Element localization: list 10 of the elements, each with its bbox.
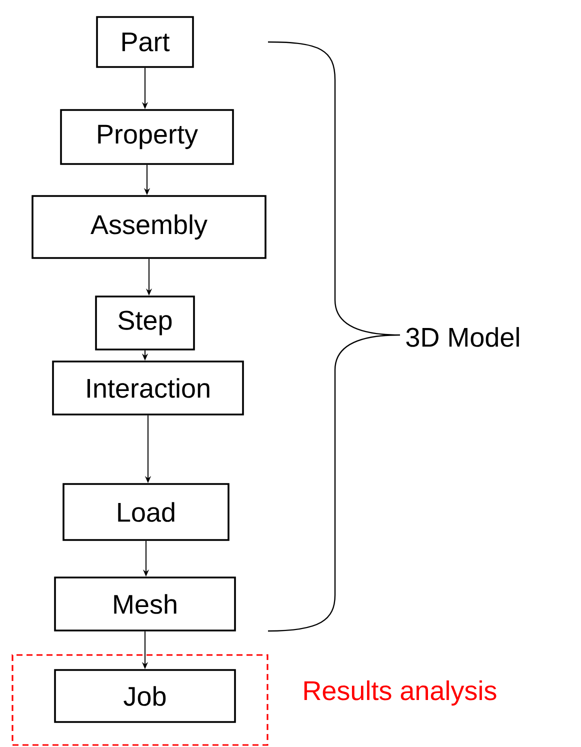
- brace-label: 3D Model: [406, 327, 519, 347]
- process-box: Mesh: [54, 576, 236, 632]
- node-label: Results analysis: [304, 680, 496, 706]
- process-box: Property: [60, 109, 234, 165]
- process-box: Step: [95, 296, 195, 350]
- process-box: Load: [62, 483, 230, 541]
- process-box: Interaction: [52, 360, 244, 416]
- process-box: Assembly: [32, 195, 266, 259]
- process-box: Job: [54, 669, 236, 723]
- process-box: Part: [96, 16, 194, 68]
